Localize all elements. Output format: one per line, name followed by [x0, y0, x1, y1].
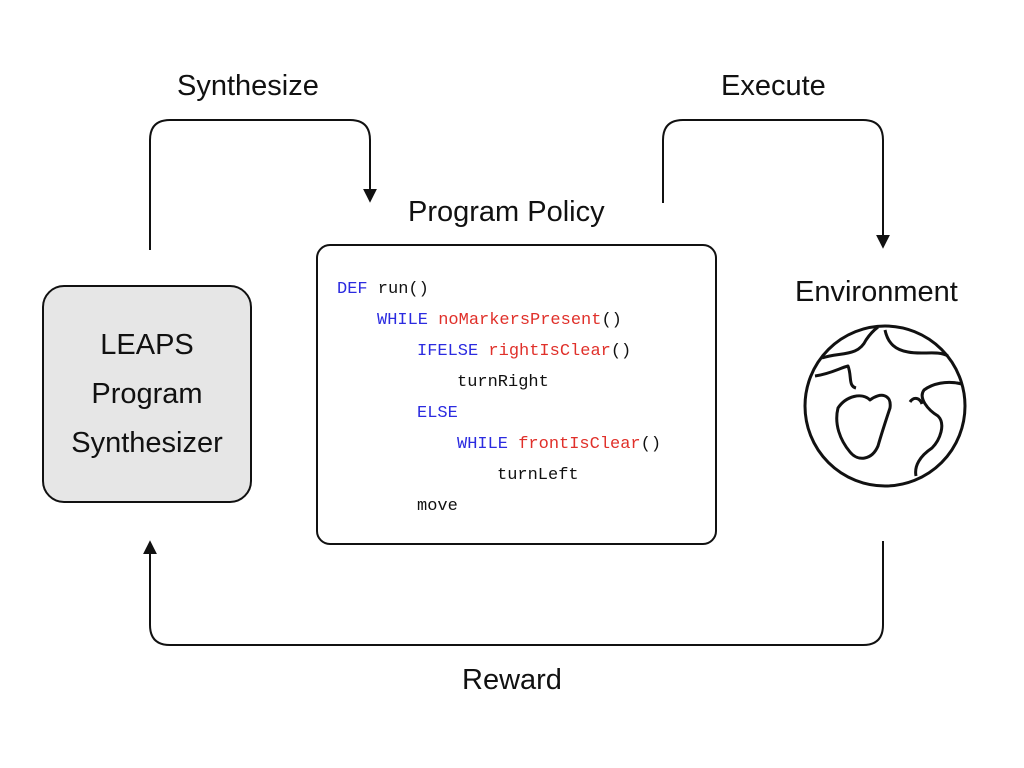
code-line-2: WHILE noMarkersPresent(): [377, 311, 622, 330]
code-line-3: IFELSE rightIsClear(): [417, 342, 631, 361]
globe-icon: [803, 324, 967, 488]
code-text: (): [610, 342, 632, 361]
code-keyword: IFELSE: [417, 342, 479, 361]
code-function: frontIsClear: [518, 435, 641, 454]
synthesize-label: Synthesize: [177, 70, 319, 102]
program-policy-box: DEF run() WHILE noMarkersPresent() IFELS…: [316, 244, 717, 545]
synthesizer-line-3: Synthesizer: [71, 426, 223, 459]
code-text: (): [640, 435, 662, 454]
code-function: noMarkersPresent: [438, 311, 602, 330]
reward-arrow: [143, 540, 884, 646]
code-line-5: ELSE: [417, 404, 458, 423]
program-policy-label: Program Policy: [408, 196, 605, 228]
code-line-7: turnLeft: [497, 466, 579, 485]
code-text: (): [601, 311, 622, 330]
code-line-1: DEF run(): [337, 280, 429, 299]
reward-label: Reward: [462, 664, 562, 696]
code-line-6: WHILE frontIsClear(): [457, 435, 661, 454]
synthesizer-line-1: LEAPS: [100, 328, 194, 361]
execute-arrow: [662, 119, 890, 249]
code-keyword: WHILE: [457, 435, 509, 454]
code-keyword: WHILE: [377, 311, 429, 330]
leaps-synthesizer-box: LEAPS Program Synthesizer: [42, 285, 252, 503]
code-text: run(): [367, 280, 429, 299]
code-line-4: turnRight: [457, 373, 549, 392]
code-keyword: ELSE: [417, 404, 458, 423]
synthesizer-line-2: Program: [91, 377, 203, 410]
code-keyword: DEF: [337, 280, 368, 299]
execute-label: Execute: [721, 70, 826, 102]
code-line-8: move: [417, 497, 458, 516]
code-function: rightIsClear: [488, 342, 611, 361]
environment-label: Environment: [795, 276, 958, 308]
synthesize-arrow: [149, 119, 377, 250]
